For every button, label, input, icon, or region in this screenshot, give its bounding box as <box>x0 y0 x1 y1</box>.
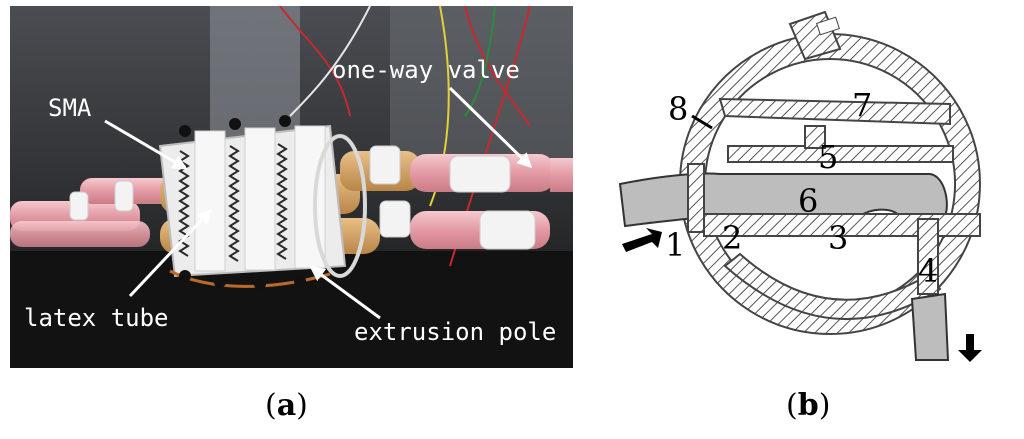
diagram-panel-b: 1 2 3 4 5 6 7 8 <box>618 10 982 362</box>
label-latex-tube: latex tube <box>24 304 169 332</box>
photo-panel-a: SMA one-way valve latex tube extrusion p… <box>10 6 573 368</box>
label-7: 7 <box>852 86 872 124</box>
part-4-outlet <box>910 218 950 361</box>
inlet-arrow <box>622 228 662 252</box>
arrow-latex-tube <box>128 208 213 298</box>
label-2: 2 <box>722 219 742 257</box>
part-1-wall <box>687 163 705 233</box>
background-monitor <box>390 6 573 176</box>
label-6: 6 <box>798 182 818 220</box>
inner-arc <box>723 252 942 321</box>
arrow-sma <box>104 119 188 170</box>
top-tab <box>788 10 842 61</box>
label-3: 3 <box>828 219 848 257</box>
part-3-bar <box>703 213 981 237</box>
label-extrusion-pole: extrusion pole <box>354 318 556 346</box>
label-4: 4 <box>918 252 938 290</box>
label-5: 5 <box>818 138 838 176</box>
caption-a-letter: a <box>276 388 297 423</box>
label-1: 1 <box>665 226 685 264</box>
part-7-bar <box>718 97 951 126</box>
white-frame <box>158 124 367 278</box>
connectors <box>169 115 331 290</box>
part-5-bar <box>727 125 954 163</box>
label-one-way-valve: one-way valve <box>332 56 520 84</box>
arrow-one-way-valve <box>448 86 533 169</box>
label-8: 8 <box>668 90 688 128</box>
label-sma: SMA <box>48 94 92 122</box>
outlet-arrow <box>958 334 982 362</box>
caption-b-letter: b <box>797 388 819 423</box>
tape-wraps <box>69 145 536 250</box>
leader-8 <box>691 114 713 130</box>
table-surface <box>10 251 573 368</box>
caption-a: (a) <box>265 388 308 423</box>
arrow-extrusion-pole <box>309 266 381 320</box>
caption-b: (b) <box>786 388 831 423</box>
